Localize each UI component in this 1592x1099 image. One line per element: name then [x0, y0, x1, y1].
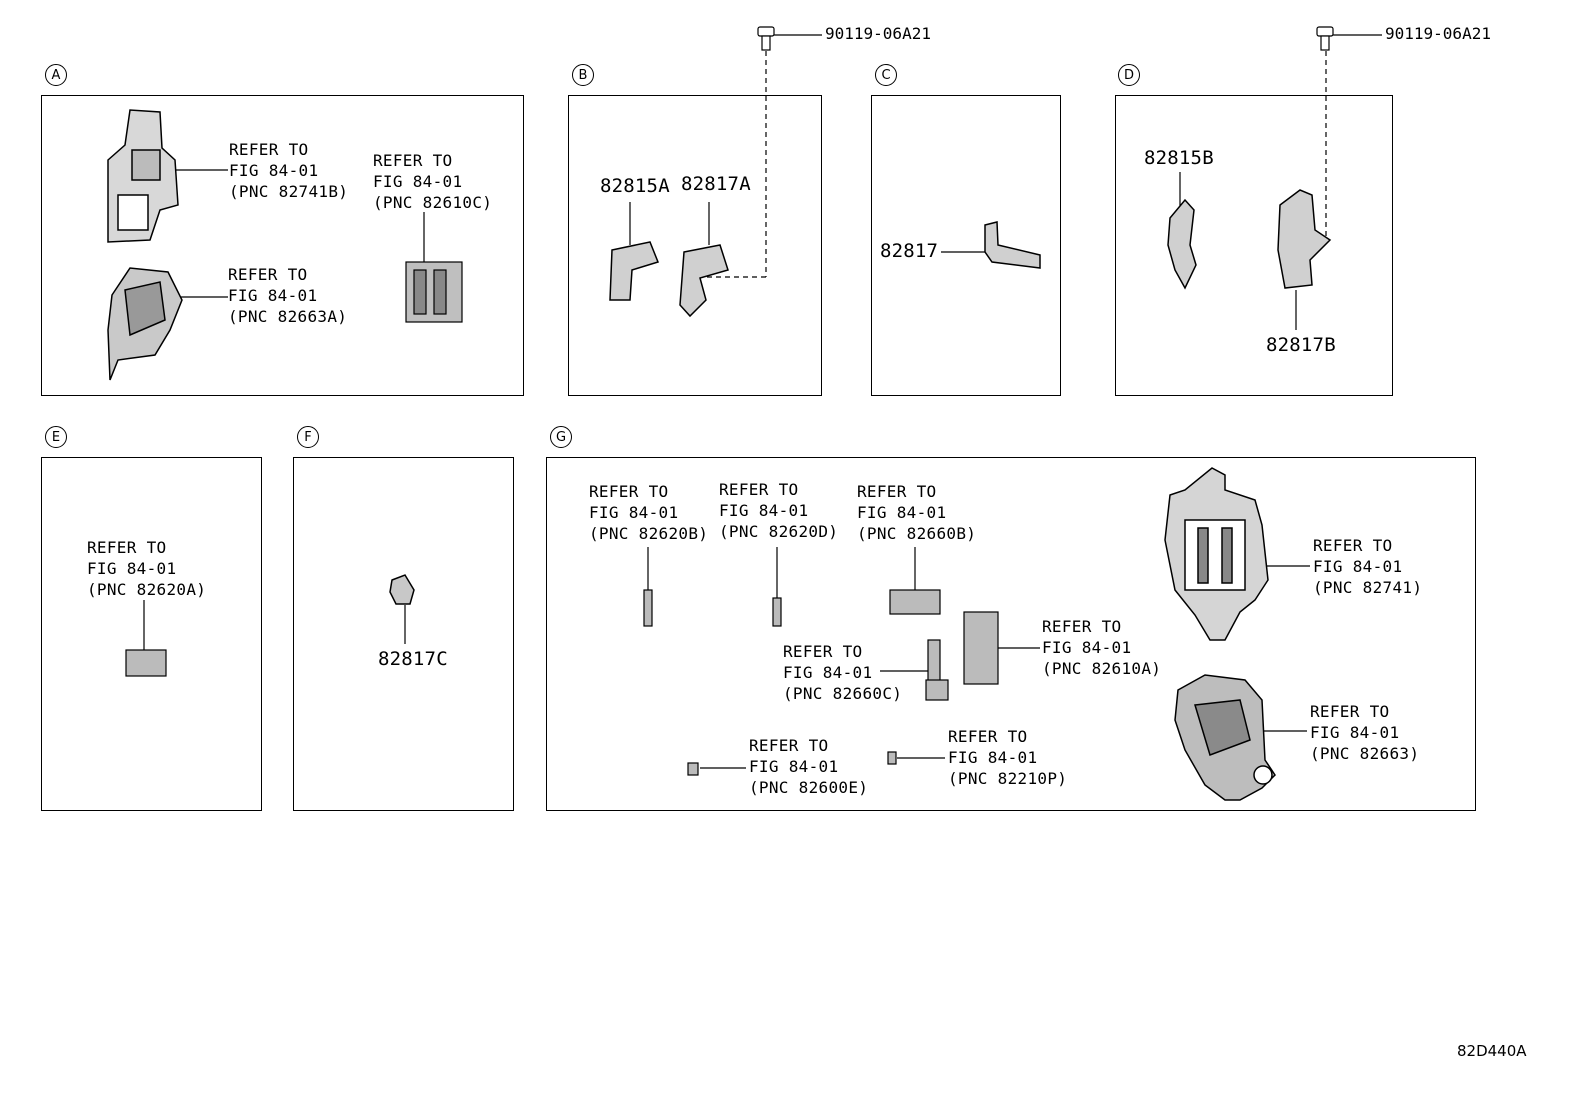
part-drawing-82620a	[125, 649, 167, 677]
panel-f-letter: F	[297, 426, 319, 448]
part-number-82817a: 82817A	[681, 173, 751, 195]
part-drawing-82663	[1174, 674, 1276, 801]
panel-b-letter: B	[572, 64, 594, 86]
panel-d-letter: D	[1118, 64, 1140, 86]
part-number-82817b: 82817B	[1266, 334, 1336, 356]
panel-a	[41, 95, 524, 396]
part-number-82817c: 82817C	[378, 648, 448, 670]
part-number-82815b: 82815B	[1144, 147, 1214, 169]
part-number-82815a: 82815A	[600, 175, 670, 197]
bolt-label-d: 90119-06A21	[1385, 24, 1491, 43]
part-number-82817: 82817	[880, 240, 939, 262]
panel-e	[41, 457, 262, 811]
part-drawing-82610c	[405, 261, 463, 323]
part-drawing-82210p	[887, 751, 897, 765]
part-drawing-82815a	[609, 241, 659, 301]
panel-c	[871, 95, 1061, 396]
part-drawing-82817c	[389, 574, 415, 605]
panel-a-letter: A	[45, 64, 67, 86]
part-drawing-82817b	[1277, 189, 1332, 289]
panel-g-letter: G	[550, 426, 572, 448]
part-drawing-82663a	[107, 267, 183, 381]
part-drawing-82620b	[643, 589, 653, 627]
part-drawing-82741b	[107, 109, 179, 243]
part-drawing-82815b	[1167, 198, 1197, 290]
panel-c-letter: C	[875, 64, 897, 86]
panel-e-letter: E	[45, 426, 67, 448]
bolt-label-b: 90119-06A21	[825, 24, 931, 43]
part-drawing-82817	[984, 221, 1041, 269]
diagram-code: 82D440A	[1457, 1042, 1527, 1060]
part-drawing-82741	[1164, 467, 1269, 641]
panel-d	[1115, 95, 1393, 396]
panel-f	[293, 457, 514, 811]
part-drawing-82660c	[925, 639, 949, 701]
part-drawing-82600e	[687, 762, 699, 776]
part-drawing-82660b	[889, 589, 941, 615]
part-drawing-82610a	[963, 611, 999, 685]
panel-b	[568, 95, 822, 396]
part-drawing-82620d	[772, 597, 782, 627]
part-drawing-82817a	[679, 244, 729, 318]
bolt-icon	[757, 26, 1334, 51]
panel-g	[546, 457, 1476, 811]
